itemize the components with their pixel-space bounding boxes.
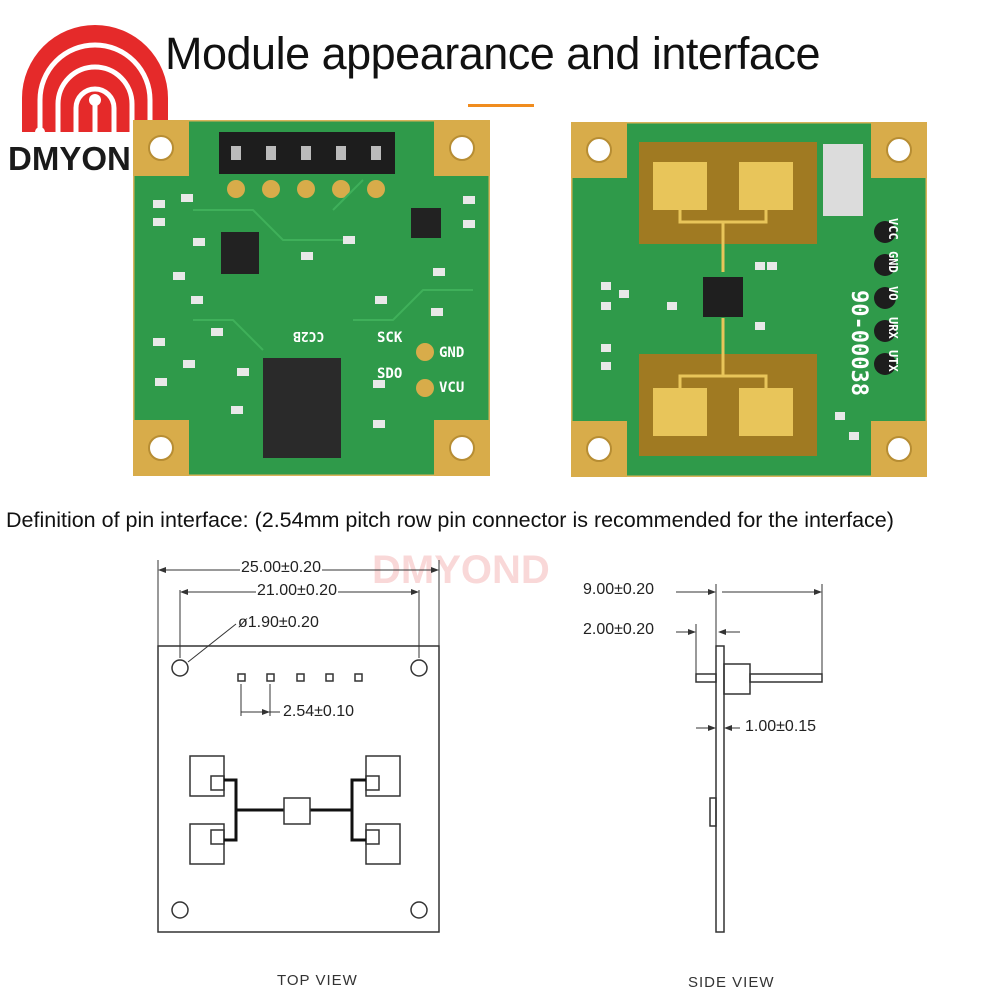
front-board-photo: SCK GND SDO VCU CC2B (133, 120, 490, 476)
front-chip-marking: CC2B (293, 328, 325, 343)
title-underline (468, 104, 534, 107)
top-dim-hole-diameter: ø1.90±0.20 (237, 614, 320, 632)
front-label-sdo: SDO (377, 366, 403, 382)
pin-definition-text: Definition of pin interface: (2.54mm pit… (6, 508, 894, 532)
brand-logo: DMYOND (0, 0, 190, 185)
back-pin-vcc: VCC (886, 218, 900, 240)
top-dim-hole-spacing: 21.00±0.20 (256, 582, 338, 600)
side-view-caption: SIDE VIEW (688, 974, 775, 991)
front-label-vcu: VCU (439, 380, 465, 396)
top-dim-pin-pitch: 2.54±0.10 (282, 703, 356, 721)
back-pin-vo: VO (886, 286, 900, 301)
front-label-sck: SCK (377, 330, 403, 346)
back-part-number: 90-00038 (846, 290, 871, 396)
front-label-gnd: GND (439, 345, 465, 361)
logo-icon (22, 25, 168, 137)
back-pin-gnd: GND (886, 251, 900, 273)
back-board-photo: VCC GND VO URX UTX 90-00038 (571, 122, 927, 477)
side-view-drawing: 9.00±0.20 2.00±0.20 1.00±0.15 SIDE VIEW (500, 540, 1000, 1000)
side-dim-board: 1.00±0.15 (744, 718, 818, 736)
side-dim-pin-offset: 2.00±0.20 (582, 621, 656, 639)
back-pin-urx: URX (886, 317, 900, 339)
top-view-caption: TOP VIEW (277, 972, 358, 989)
top-view-drawing: 25.00±0.20 21.00±0.20 ø1.90±0.20 2.54±0.… (0, 540, 500, 1000)
page-title: Module appearance and interface (165, 28, 820, 79)
side-dim-total: 9.00±0.20 (582, 581, 656, 599)
logo-text: DMYOND (8, 140, 155, 177)
back-pin-utx: UTX (886, 350, 900, 372)
top-dim-overall: 25.00±0.20 (240, 559, 322, 577)
